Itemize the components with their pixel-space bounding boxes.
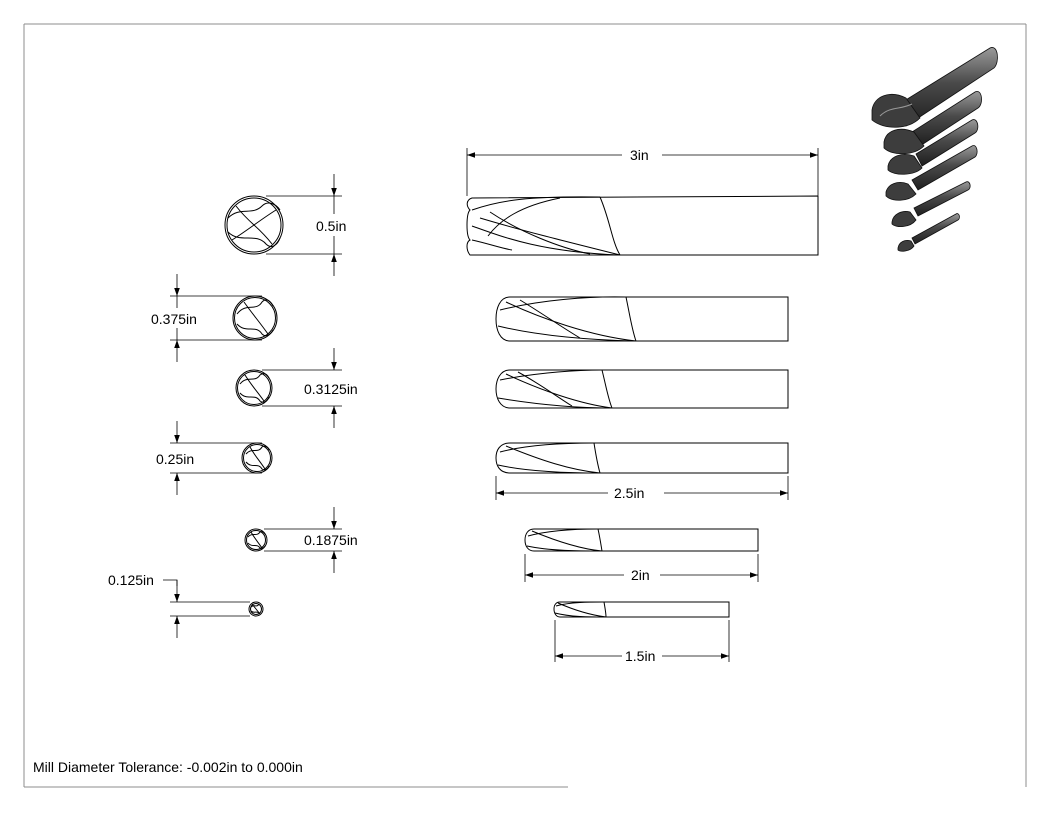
side-view-25in-c — [495, 442, 789, 474]
side-view-2in — [524, 528, 759, 552]
length-label-2in: 2in — [631, 567, 650, 583]
dim-diameter-0375 — [170, 274, 262, 362]
end-view-0250 — [241, 442, 273, 474]
dim-length-15in — [554, 620, 730, 662]
iso-tool-1 — [871, 47, 998, 128]
end-view-0500 — [224, 195, 284, 255]
isometric-view — [871, 47, 998, 252]
iso-tool-4 — [885, 145, 978, 201]
diameter-label-0125: 0.125in — [108, 572, 154, 588]
end-view-03125 — [235, 369, 273, 407]
side-view-25in-b — [495, 369, 789, 409]
drawing-frame — [23, 23, 1027, 788]
end-view-0375 — [232, 295, 278, 341]
dim-diameter-0125 — [163, 579, 250, 638]
dim-length-25in — [495, 476, 789, 500]
length-label-25in: 2.5in — [614, 485, 645, 501]
dim-diameter-0250 — [170, 421, 262, 495]
diameter-label-01875: 0.1875in — [304, 532, 358, 548]
diameter-label-0375: 0.375in — [151, 311, 197, 327]
side-view-25in-a — [495, 296, 789, 342]
end-view-0125 — [248, 601, 264, 617]
iso-tool-2 — [883, 90, 982, 155]
side-view-3in — [466, 195, 819, 256]
diameter-label-0500: 0.5in — [316, 218, 347, 234]
dim-diameter-03125 — [262, 348, 342, 428]
dim-length-3in — [466, 148, 819, 196]
tolerance-note: Mill Diameter Tolerance: -0.002in to 0.0… — [33, 759, 303, 775]
length-label-15in: 1.5in — [625, 648, 656, 664]
dim-diameter-0500 — [266, 174, 342, 276]
iso-tool-6 — [897, 213, 960, 252]
diameter-label-0250: 0.25in — [156, 451, 195, 467]
side-view-15in — [553, 601, 730, 618]
dim-diameter-01875 — [264, 507, 342, 573]
iso-tool-3 — [887, 119, 979, 175]
diameter-label-03125: 0.3125in — [304, 381, 358, 397]
dim-length-2in — [524, 554, 759, 582]
end-view-01875 — [244, 528, 268, 552]
iso-tool-5 — [891, 181, 971, 228]
length-label-3in: 3in — [630, 147, 649, 163]
